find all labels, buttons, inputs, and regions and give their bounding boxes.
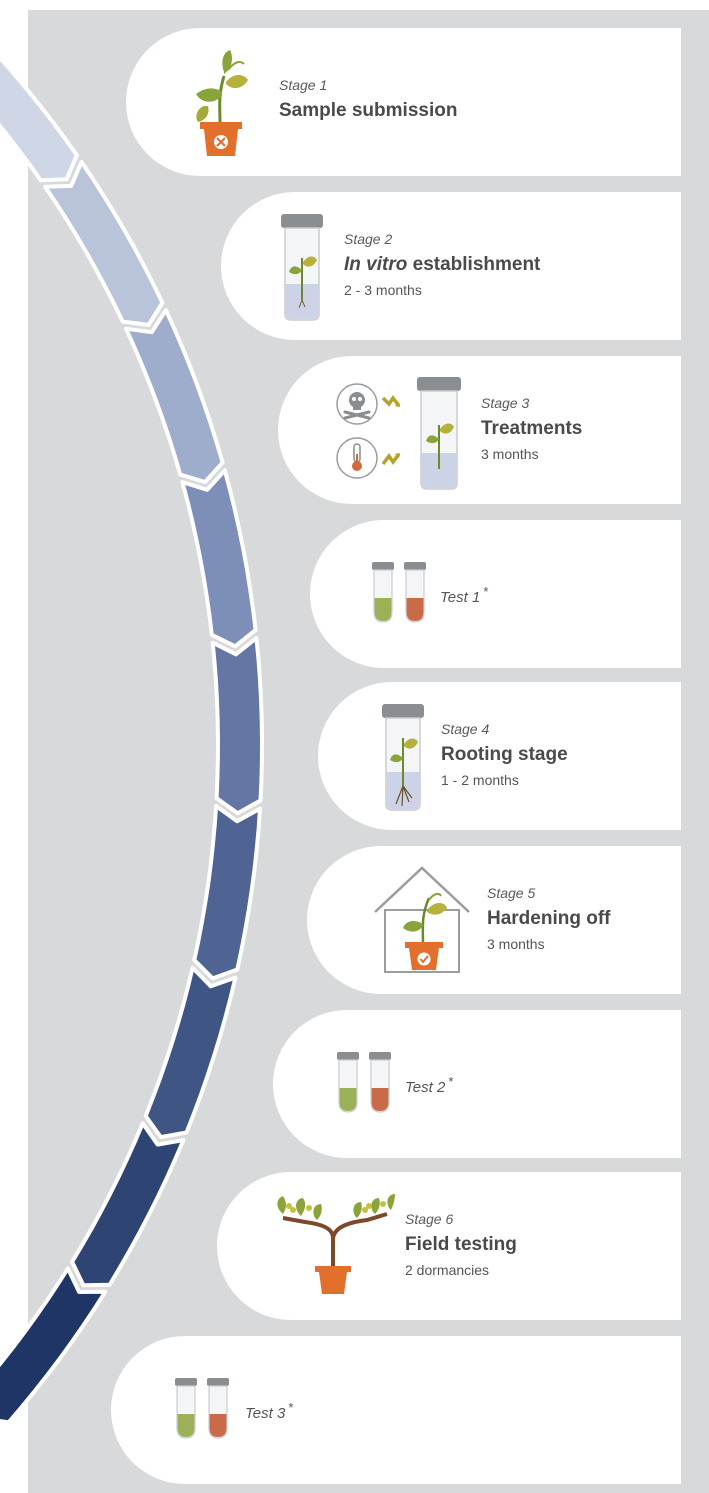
stage-1-card: Stage 1 Sample submission [126,28,681,176]
skull-crossbones-icon [336,383,378,425]
sample-tubes-icon [372,562,426,623]
test-1-card: Test 1* [310,520,681,668]
stage-duration: 3 months [487,936,545,952]
stage-label: Stage 4 [441,721,490,737]
arc-segment-9 [0,1266,108,1425]
stage-duration: 2 - 3 months [344,282,422,298]
stage-duration: 2 dormancies [405,1262,490,1278]
stage-duration: 1 - 2 months [441,772,519,788]
test-tube-plant-icon [417,377,461,490]
arc-segment-4 [180,468,258,649]
arc-segment-3 [124,308,225,484]
test-2-card: Test 2* [273,1010,681,1158]
test-label: Test 3* [245,1400,294,1422]
sample-tubes-icon [175,1378,229,1439]
treatment-icons [336,377,461,490]
arc-segment-5 [210,636,264,816]
potted-plant-icon [196,50,248,156]
test-3-card: Test 3* [111,1336,681,1484]
stage-title: In vitro establishment [344,254,541,275]
arc-segment-7 [143,965,238,1140]
thermometer-icon [336,437,378,479]
grapevine-icon [277,1194,395,1294]
stage-title: Rooting stage [441,744,568,765]
stage-5-card: Stage 5 Hardening off 3 months [307,846,681,994]
arc-segment-1 [0,54,79,183]
test-tube-plant-icon [281,214,323,321]
stage-label: Stage 6 [405,1211,454,1227]
arc-segment-6 [192,804,262,981]
stage-label: Stage 2 [344,231,393,247]
stage-3-card: Stage 3 Treatments 3 months [278,356,681,504]
stage-2-card: Stage 2 In vitro establishment 2 - 3 mon… [221,192,681,340]
stage-title: Sample submission [279,100,458,121]
stage-duration: 3 months [481,446,539,462]
arc-segment-2 [43,159,165,327]
sample-tubes-icon [337,1052,391,1113]
greenhouse-icon [374,866,470,973]
test-label: Test 1* [440,584,489,606]
stage-label: Stage 1 [279,77,328,93]
stage-label: Stage 5 [487,885,536,901]
stage-4-card: Stage 4 Rooting stage 1 - 2 months [318,682,681,830]
test-label: Test 2* [405,1074,454,1096]
stage-6-card: Stage 6 Field testing 2 dormancies [217,1172,681,1320]
rooted-tube-icon [382,704,424,811]
stage-label: Stage 3 [481,395,530,411]
arc-segment-8 [70,1121,186,1288]
stage-title: Hardening off [487,908,611,929]
stage-title: Treatments [481,418,583,439]
stage-title: Field testing [405,1234,517,1255]
